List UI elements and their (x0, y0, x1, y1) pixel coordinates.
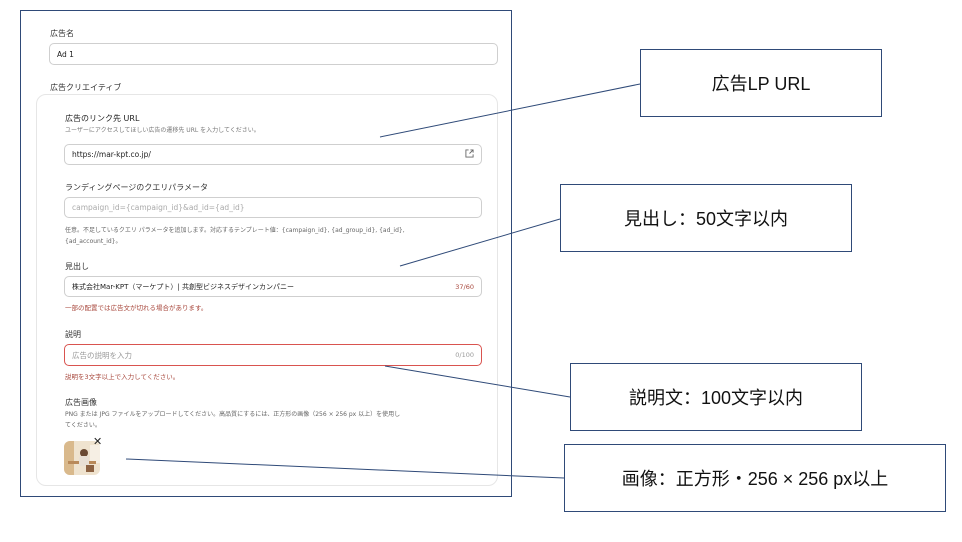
creative-card (36, 94, 498, 486)
link-url-help: ユーザーにアクセスしてほしい広告の遷移先 URL を入力してください。 (65, 127, 260, 134)
headline-input[interactable]: 株式会社Mar-KPT（マーケプト）| 共創型ビジネスデザインカンパニー 37/… (64, 276, 482, 297)
query-param-help-2: {ad_account_id}。 (65, 238, 122, 245)
headline-warning: 一部の配置では広告文が切れる場合があります。 (65, 304, 208, 312)
ad-image-help-2: てください。 (65, 422, 101, 429)
close-icon[interactable]: ✕ (93, 435, 103, 448)
callout-headline: 見出し：50文字以内 (560, 184, 852, 252)
callout-description: 説明文：100文字以内 (570, 363, 862, 431)
description-counter: 0/100 (455, 351, 474, 359)
ad-form-panel (20, 10, 512, 497)
description-input[interactable]: 広告の説明を入力 0/100 (64, 344, 482, 366)
query-param-input[interactable]: campaign_id={campaign_id}&ad_id={ad_id} (64, 197, 482, 218)
link-url-label: 広告のリンク先 URL (65, 114, 140, 123)
query-param-label: ランディングページのクエリパラメータ (65, 183, 209, 192)
link-url-value: https://mar-kpt.co.jp/ (72, 150, 151, 159)
description-placeholder: 広告の説明を入力 (72, 350, 132, 360)
query-param-value: campaign_id={campaign_id}&ad_id={ad_id} (72, 203, 245, 212)
callout-url: 広告LP URL (640, 49, 882, 117)
ad-name-label: 広告名 (50, 29, 74, 38)
headline-value: 株式会社Mar-KPT（マーケプト）| 共創型ビジネスデザインカンパニー (72, 282, 294, 291)
ad-image-thumbnail[interactable] (64, 441, 100, 475)
description-error: 説明を3文字以上で入力してください。 (65, 373, 180, 381)
creative-section-label: 広告クリエイティブ (50, 83, 122, 92)
headline-counter: 37/60 (455, 282, 474, 291)
description-label: 説明 (65, 330, 81, 339)
ad-image-label: 広告画像 (65, 398, 97, 407)
ad-image-help-1: PNG または JPG ファイルをアップロードしてください。高品質にするには、正… (65, 411, 401, 418)
external-link-icon[interactable] (465, 149, 474, 160)
query-param-help-1: 任意。不足しているクエリ パラメータを追加します。対応するテンプレート値：{ca… (65, 227, 405, 234)
callout-image: 画像：正方形・256 × 256 px以上 (564, 444, 946, 512)
ad-name-value: Ad 1 (57, 49, 74, 59)
link-url-input[interactable]: https://mar-kpt.co.jp/ (64, 144, 482, 165)
ad-name-input[interactable]: Ad 1 (49, 43, 498, 65)
headline-label: 見出し (65, 262, 89, 271)
